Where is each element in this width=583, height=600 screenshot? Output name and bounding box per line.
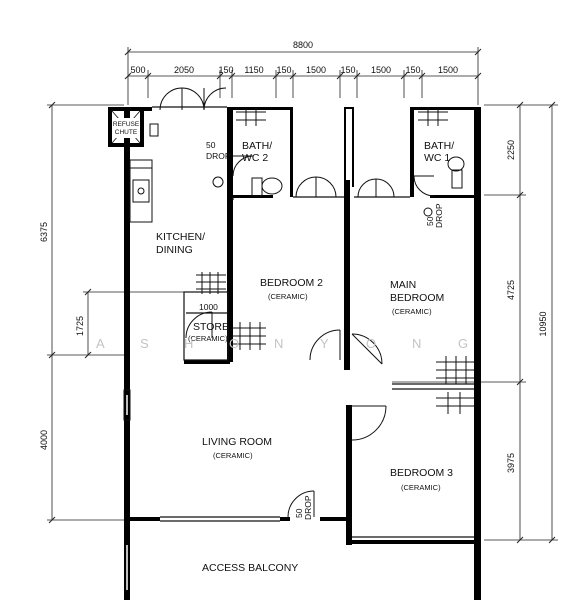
- store-floor: (CERAMIC): [188, 334, 228, 343]
- dim-right-c: 3975: [506, 453, 516, 473]
- watermark-letter: A: [96, 336, 105, 351]
- dim-right-a: 2250: [506, 140, 516, 160]
- dim-top-seg: 150: [405, 65, 420, 75]
- bedroom2-floor: (CERAMIC): [268, 292, 308, 301]
- dimension-lines: [47, 47, 558, 541]
- bath1-label-1: BATH/: [424, 140, 454, 152]
- watermark-letter: G: [458, 336, 468, 351]
- dimension-ticks: [48, 48, 556, 544]
- dim-right-b: 4725: [506, 280, 516, 300]
- dim-top-seg: 1500: [306, 65, 326, 75]
- main-bedroom-label-1: MAIN: [390, 279, 416, 291]
- bedroom2-label: BEDROOM 2: [260, 277, 323, 289]
- dim-top-seg: 150: [276, 65, 291, 75]
- refuse-chute-label-1: REFUSE: [113, 121, 140, 128]
- dim-top-seg: 2050: [174, 65, 194, 75]
- watermark-letter: O: [229, 336, 239, 351]
- dim-top-seg: 500: [130, 65, 145, 75]
- store-label: STORE: [193, 321, 229, 333]
- dim-top-seg: 1500: [371, 65, 391, 75]
- dim-left-upper: 6375: [39, 222, 49, 242]
- dim-right-total: 10950: [538, 311, 548, 336]
- watermark: A S H O N Y O N G: [96, 336, 468, 351]
- watermark-letter: S: [140, 336, 149, 351]
- living-room-floor: (CERAMIC): [213, 451, 253, 460]
- bath1-drop-word: DROP: [434, 203, 444, 228]
- dim-top-segments: 500 2050 150 1150 150 1500 150 1500 150 …: [130, 65, 458, 75]
- watermark-letter: N: [274, 336, 283, 351]
- walls: [108, 107, 481, 600]
- store-width: 1000: [199, 302, 218, 312]
- kitchen-label-2: DINING: [156, 244, 193, 256]
- main-bedroom-label-2: BEDROOM: [390, 292, 444, 304]
- dim-top-seg: 1500: [438, 65, 458, 75]
- dim-left-lower: 4000: [39, 430, 49, 450]
- bath1-drop-num: 50: [425, 216, 435, 226]
- living-drop-num: 50: [294, 508, 304, 518]
- tile-grids: [196, 108, 474, 414]
- watermark-letter: Y: [320, 336, 329, 351]
- bath2-label-1: BATH/: [242, 140, 272, 152]
- fixtures: [129, 123, 465, 223]
- living-drop-word: DROP: [303, 495, 313, 520]
- watermark-letter: O: [366, 336, 376, 351]
- bath2-label-2: WC 2: [242, 152, 268, 164]
- bedroom3-floor: (CERAMIC): [401, 483, 441, 492]
- access-balcony-label: ACCESS BALCONY: [202, 562, 298, 574]
- watermark-letter: N: [412, 336, 421, 351]
- living-room-label: LIVING ROOM: [202, 436, 272, 448]
- main-bedroom-floor: (CERAMIC): [392, 307, 432, 316]
- bath2-drop-num: 50: [206, 140, 216, 150]
- doors: [123, 87, 435, 518]
- dim-top-total: 8800: [293, 40, 313, 50]
- dim-top-seg: 1150: [244, 65, 263, 75]
- bedroom3-label: BEDROOM 3: [390, 467, 453, 479]
- refuse-chute-label-2: CHUTE: [115, 129, 138, 136]
- kitchen-label-1: KITCHEN/: [156, 231, 205, 243]
- watermark-letter: H: [184, 336, 193, 351]
- dim-left-mid: 1725: [75, 316, 85, 336]
- dim-top-seg: 150: [218, 65, 233, 75]
- bath2-drop-word: DROP: [206, 151, 231, 161]
- dim-top-seg: 150: [340, 65, 355, 75]
- refuse-chute: REFUSE CHUTE: [111, 110, 141, 144]
- bath1-label-2: WC 1: [424, 152, 450, 164]
